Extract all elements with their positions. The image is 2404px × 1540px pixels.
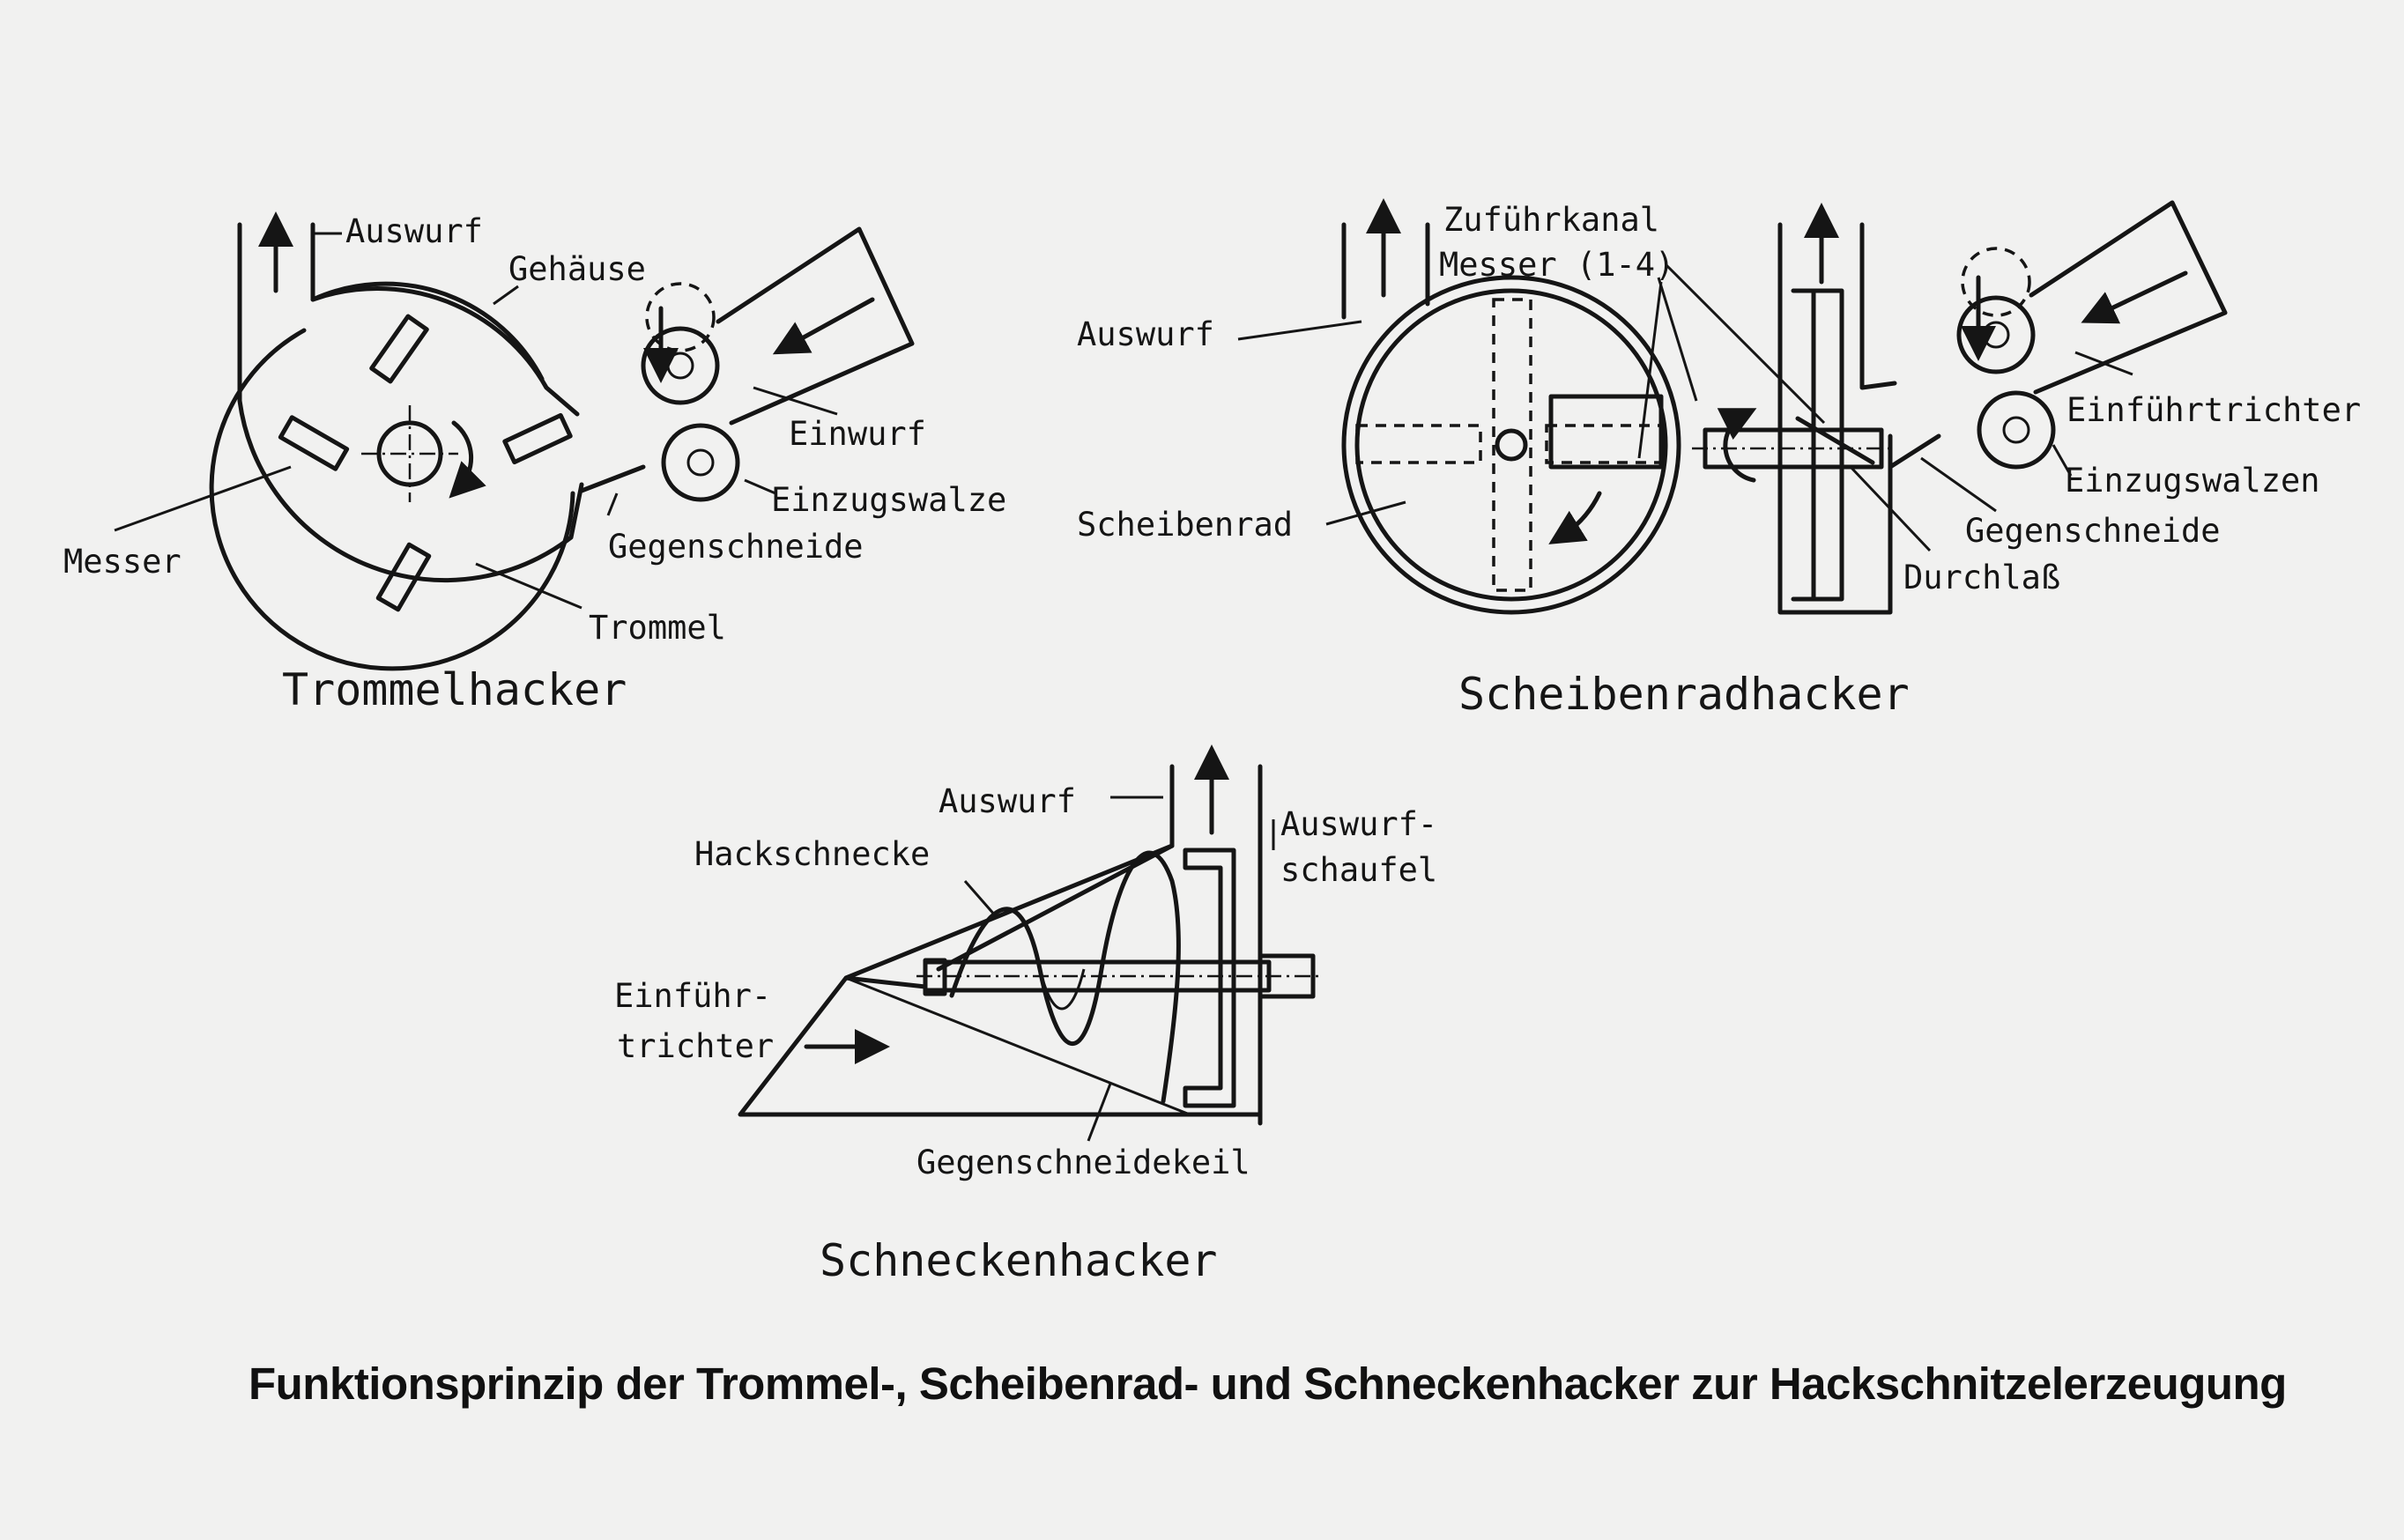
disc-feed-roller-top xyxy=(1956,295,2036,374)
drum-circle xyxy=(209,328,575,671)
title-drum-chipper: Trommelhacker xyxy=(282,664,627,715)
drum-housing xyxy=(237,222,584,583)
label-disc-messer: Messer (1-4) xyxy=(1439,246,1674,284)
disc-knives xyxy=(1355,298,1663,592)
drum-knives xyxy=(278,314,573,612)
label-screw-auswurfschaufel-1: Auswurf- xyxy=(1280,805,1437,843)
label-disc-gegenschneide: Gegenschneide xyxy=(1965,512,2221,550)
label-drum-messer: Messer xyxy=(63,543,182,581)
label-drum-einwurf: Einwurf xyxy=(789,415,926,453)
label-screw-einfuehrtrichter-2: trichter xyxy=(617,1027,774,1065)
label-screw-gegenschneidekeil: Gegenschneidekeil xyxy=(916,1144,1250,1181)
disc-feed-roller-bottom xyxy=(1977,390,2056,470)
screw-chipper: Auswurf Auswurf- schaufel Hackschnecke E… xyxy=(614,744,1437,1286)
disc-side-housing xyxy=(1777,222,1897,615)
screw-helix xyxy=(949,850,1181,1104)
label-disc-einfuehrtrichter: Einführtrichter xyxy=(2066,391,2361,429)
drum-chipper: Auswurf Gehäuse Einwurf Einzugswalze Geg… xyxy=(63,211,1006,715)
screw-ejector-blade xyxy=(1183,848,1236,1108)
label-disc-auswurf: Auswurf xyxy=(1077,315,1214,353)
label-drum-gegenschneide: Gegenschneide xyxy=(608,528,864,566)
drum-feed-roller-bottom xyxy=(661,423,740,502)
drum-infeed-chute xyxy=(716,226,915,426)
title-screw-chipper: Schneckenhacker xyxy=(820,1235,1218,1286)
label-disc-durchlass: Durchlaß xyxy=(1903,559,2060,596)
disc-feed-channel xyxy=(1548,394,1664,470)
label-drum-auswurf: Auswurf xyxy=(345,212,483,250)
disc-chipper: Zuführkanal Messer (1-4) Auswurf Einführ… xyxy=(1077,198,2361,720)
label-screw-auswurf: Auswurf xyxy=(939,782,1076,820)
disc-infeed-chute xyxy=(2029,200,2228,395)
label-drum-trommel: Trommel xyxy=(589,609,726,647)
label-disc-einzugswalzen: Einzugswalzen xyxy=(2065,462,2320,500)
label-screw-auswurfschaufel-2: schaufel xyxy=(1280,851,1437,889)
label-disc-zufuehrkanal: Zuführkanal xyxy=(1443,201,1659,239)
label-drum-gehaeuse: Gehäuse xyxy=(508,250,646,288)
disc-wheel xyxy=(1341,275,1681,615)
disc-side-wheel xyxy=(1811,288,1844,602)
title-disc-chipper: Scheibenradhacker xyxy=(1458,669,1910,720)
label-screw-hackschnecke: Hackschnecke xyxy=(694,835,930,873)
label-disc-scheibenrad: Scheibenrad xyxy=(1077,506,1293,544)
label-screw-einfuehrtrichter-1: Einführ- xyxy=(614,977,771,1015)
figure-caption: Funktionsprinzip der Trommel-, Scheibenr… xyxy=(249,1359,2287,1409)
screw-funnel xyxy=(738,843,1263,1117)
label-drum-einzugswalze: Einzugswalze xyxy=(771,481,1006,519)
